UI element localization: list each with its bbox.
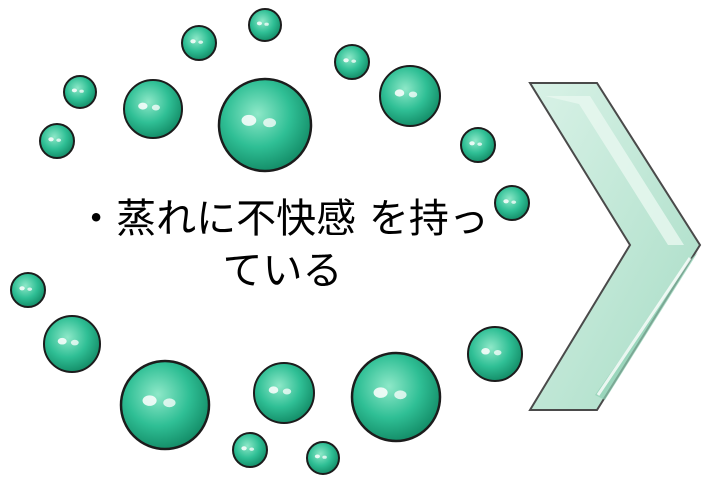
caption-line-1: ・蒸れに不快感 を持っ	[76, 196, 489, 242]
bubble	[253, 362, 315, 424]
chevron-arrow	[528, 82, 702, 411]
bubble	[119, 359, 211, 451]
bubble	[181, 25, 217, 61]
bubble	[379, 65, 441, 127]
bubble	[248, 8, 282, 42]
bubble	[494, 185, 530, 221]
diagram-caption: ・蒸れに不快感 を持っ ている	[60, 193, 505, 297]
bubble	[123, 79, 183, 139]
bubble	[217, 77, 313, 173]
bubble-ring	[10, 8, 530, 475]
bubble	[39, 123, 75, 159]
bubble	[460, 127, 496, 163]
caption-line-2: ている	[222, 248, 343, 294]
bubble	[350, 351, 442, 443]
bubble	[43, 315, 101, 373]
bubble	[63, 75, 97, 109]
bubble	[10, 272, 46, 308]
bubble	[467, 326, 523, 382]
bubble	[306, 441, 340, 475]
bubble	[334, 44, 370, 80]
bubble	[232, 432, 268, 468]
